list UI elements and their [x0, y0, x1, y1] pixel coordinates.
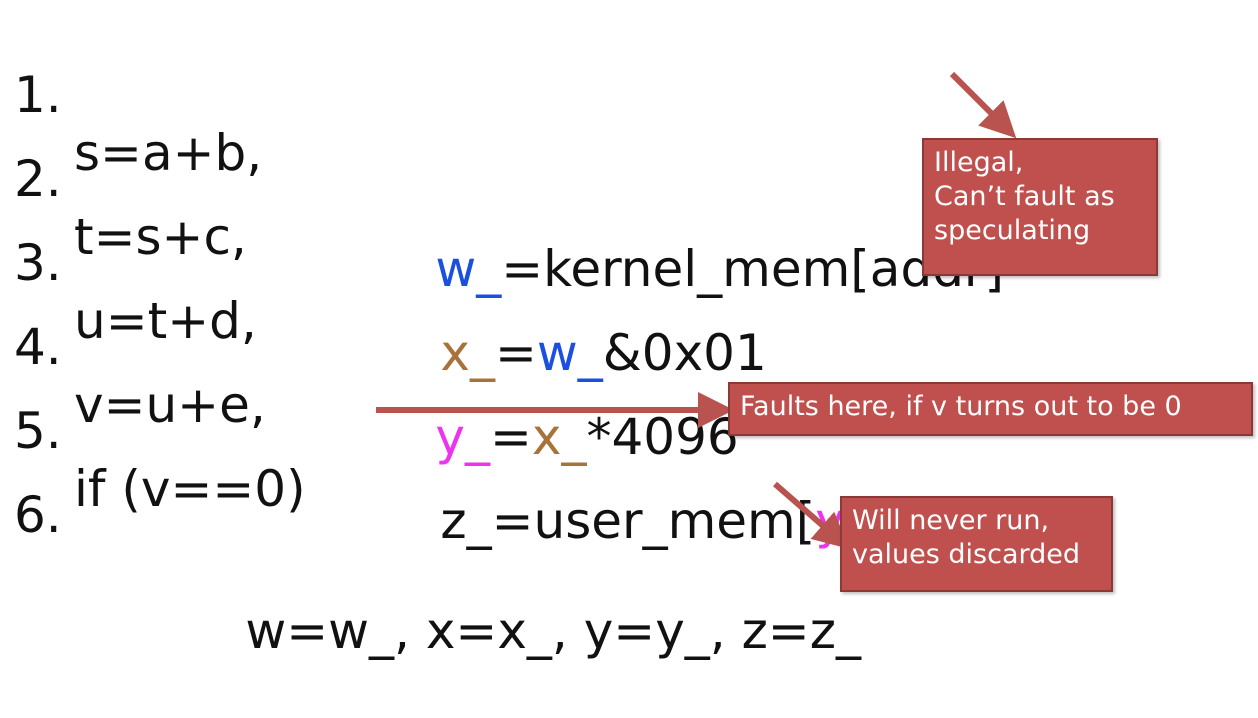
arrow-to-kernel-mem	[949, 71, 1017, 139]
token: =	[494, 324, 537, 382]
token: =kernel_mem[addr]	[501, 240, 1004, 298]
arrow-to-assign-line	[773, 481, 850, 549]
token: y_	[435, 408, 490, 466]
code-line-5: 5. if (v==0)	[14, 344, 306, 576]
line-number: 2.	[14, 150, 62, 208]
callout-text: Illegal, Can’t fault as speculating	[934, 147, 1115, 246]
callout-never-run: Will never run, values discarded	[840, 496, 1113, 592]
callout-faults-here: Faults here, if v turns out to be 0	[728, 382, 1253, 436]
token: x_	[440, 324, 495, 382]
line-number: 3.	[14, 234, 62, 292]
left-statement: u=t+d,	[74, 292, 257, 350]
line-number: 6.	[14, 486, 62, 544]
right-statement: x_=w_&0x01	[345, 266, 767, 440]
left-statement: s=a+b,	[74, 124, 263, 182]
token: w_	[435, 240, 502, 298]
left-statement: v=u+e,	[74, 376, 266, 434]
code-line-1: 1. s=a+b, w_=kernel_mem[addr]	[14, 8, 1004, 298]
token: =	[489, 408, 532, 466]
left-statement: t=s+c,	[74, 208, 247, 266]
callout-illegal: Illegal, Can’t fault as speculating	[922, 138, 1158, 276]
callout-text: Will never run, values discarded	[852, 505, 1081, 570]
line-number: 1.	[14, 66, 62, 124]
arrows-layer	[376, 71, 1017, 549]
token: z_=user_mem[	[440, 492, 816, 550]
line-number: 4.	[14, 318, 62, 376]
code-line-2: 2. t=s+c, x_=w_&0x01	[14, 92, 767, 382]
token: &0x01	[602, 324, 767, 382]
token: w_	[536, 324, 603, 382]
right-statement: y_=x_*4096	[340, 350, 738, 524]
code-line-3: 3. u=t+d, y_=x_*4096	[14, 176, 739, 466]
callout-text: Faults here, if v turns out to be 0	[740, 391, 1182, 422]
token: x_	[531, 408, 587, 466]
left-statement: if (v==0)	[74, 460, 306, 518]
right-statement: w_=kernel_mem[addr]	[340, 182, 1004, 356]
line-number: 5.	[14, 402, 62, 460]
token: w=w_, x=x_, y=y_, z=z_	[245, 602, 861, 660]
